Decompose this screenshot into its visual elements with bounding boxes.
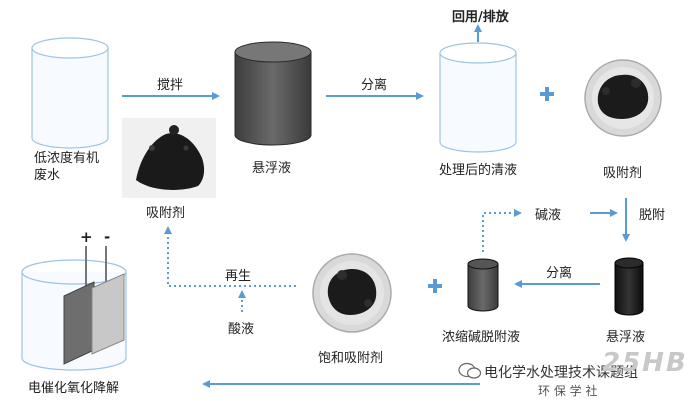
positive-electrode-sign: + (80, 228, 93, 246)
wastewater-cylinder (31, 37, 109, 149)
alkali-desorption-cylinder (467, 258, 499, 312)
treated-liquid-label: 处理后的清液 (439, 163, 518, 178)
adsorbent-photo-right (578, 53, 668, 143)
adsorbent-photo-top (122, 118, 216, 198)
wechat-icon (458, 362, 482, 379)
stir-label: 搅拌 (157, 78, 184, 93)
negative-electrode-sign: - (104, 228, 111, 246)
suspension-label-bottom: 悬浮液 (606, 330, 646, 345)
watermark-badge: 25HB (602, 348, 688, 378)
adsorbent-label-right: 吸附剂 (603, 166, 643, 181)
saturated-adsorbent-label: 饱和吸附剂 (318, 351, 384, 366)
electrolysis-cell (21, 246, 127, 371)
acid-label: 酸液 (228, 322, 255, 337)
electrolysis-label: 电催化氧化降解 (28, 381, 120, 396)
reuse-discharge-label: 回用/排放 (452, 10, 509, 25)
separate-label-top: 分离 (361, 78, 388, 93)
treated-liquid-cylinder (439, 42, 517, 153)
saturated-adsorbent-photo (306, 247, 398, 339)
separate-label-bottom: 分离 (546, 266, 573, 281)
alkali-label: 碱液 (535, 208, 562, 223)
wastewater-label: 低浓度有机 废水 (34, 151, 100, 183)
desorb-label: 脱附 (639, 208, 666, 223)
watermark-site: 环 保 学 社 (538, 384, 598, 398)
arrow-desorption-loop (482, 209, 522, 252)
alkali-desorption-label: 浓缩碱脱附液 (442, 330, 521, 345)
arrow-regenerate (164, 226, 296, 287)
suspension-cylinder-bottom (614, 257, 644, 316)
watermark-channel: 电化学水处理技术课题组 (484, 365, 638, 381)
suspension-cylinder-top (234, 41, 312, 146)
watermark: 电化学水处理技术课题组 25HB 环 保 学 社 (452, 348, 690, 400)
regenerate-label: 再生 (225, 269, 252, 284)
plus-sign-top (540, 87, 554, 101)
plus-sign-bottom (428, 279, 442, 293)
suspension-label-top: 悬浮液 (252, 161, 292, 176)
adsorbent-label-top: 吸附剂 (146, 206, 186, 221)
